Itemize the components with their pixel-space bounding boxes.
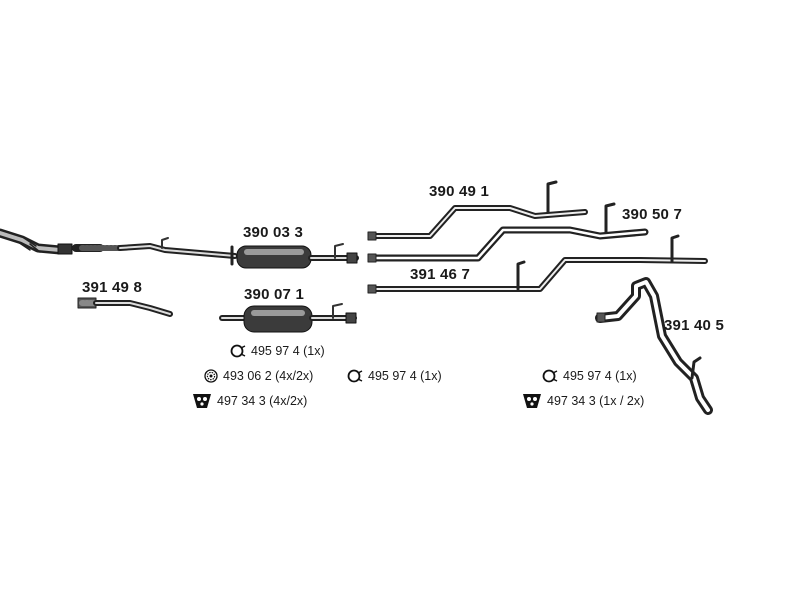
- accessory-rubber-hanger-1: 497 34 3 (4x/2x): [192, 392, 307, 410]
- part-number-390-07-1: 390 07 1: [244, 286, 304, 303]
- part-number-390-49-1: 390 49 1: [429, 183, 489, 200]
- rear-pipe-391-46-7: [367, 234, 708, 294]
- accessory-label: 497 34 3 (4x/2x): [217, 394, 308, 408]
- accessory-ring-clamp-2: 495 97 4 (1x): [347, 369, 442, 383]
- part-number-391-46-7: 391 46 7: [410, 266, 470, 283]
- part-number-391-49-8: 391 49 8: [82, 279, 142, 296]
- accessory-label: 495 97 4 (1x): [563, 369, 637, 383]
- part-number-391-40-5: 391 40 5: [664, 317, 724, 334]
- accessory-label: 495 97 4 (1x): [251, 344, 325, 358]
- part-number-390-50-7: 390 50 7: [622, 206, 682, 223]
- tail-pipe-391-40-5: [595, 277, 713, 415]
- front-section-390-03-3: [72, 237, 359, 269]
- accessory-ring-clamp-3: 495 97 4 (1x): [542, 369, 637, 383]
- accessory-ring-clamp-1: 495 97 4 (1x): [230, 344, 325, 358]
- ring-clamp-icon: [542, 369, 558, 383]
- rubber-hanger-icon: [523, 394, 541, 408]
- rear-pipe-390-49-1: [367, 180, 588, 241]
- ring-clamp-icon: [230, 344, 246, 358]
- accessory-rubber-hanger-2: 497 34 3 (1x / 2x): [522, 392, 644, 410]
- rubber-hanger-icon: [193, 394, 211, 408]
- ring-clamp-icon: [347, 369, 363, 383]
- gasket-icon: [204, 369, 218, 383]
- part-number-390-03-3: 390 03 3: [243, 224, 303, 241]
- muffler-390-07-1: [219, 303, 357, 333]
- front-pipe-catalyst: [0, 228, 73, 255]
- accessory-gasket: 493 06 2 (4x/2x): [204, 369, 313, 383]
- rear-pipe-390-50-7: [367, 202, 649, 263]
- accessory-label: 497 34 3 (1x / 2x): [547, 394, 645, 408]
- pipe-391-49-8: [77, 297, 173, 317]
- accessory-label: 495 97 4 (1x): [368, 369, 442, 383]
- accessory-label: 493 06 2 (4x/2x): [223, 369, 314, 383]
